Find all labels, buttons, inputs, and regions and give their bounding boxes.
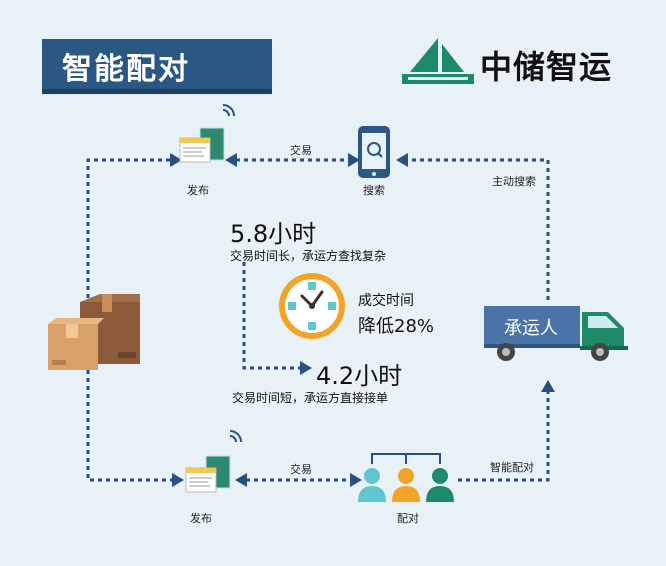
reduction-label: 成交时间 [358,293,414,309]
banner-shadow [42,89,272,94]
document-icon [179,104,235,163]
active-search-label: 主动搜索 [492,175,536,188]
document-icon [185,430,242,493]
clock-icon [279,273,345,339]
smart-match-label: 智能配对 [490,461,534,474]
match-label: 配对 [397,512,419,525]
brand-name: 中储智运 [480,48,613,86]
page-title: 智能配对 [62,52,190,87]
phone-search-icon [358,126,390,178]
cargo-boxes-icon [48,294,140,370]
trade-label-bottom: 交易 [290,463,312,476]
before-time: 5.8小时 [230,220,317,248]
before-desc: 交易时间长，承运方查找复杂 [230,249,387,263]
reduction-value: 降低28% [358,316,435,337]
search-label: 搜索 [363,184,385,197]
truck-icon [484,306,628,361]
title-banner [42,39,272,89]
publish-label-top: 发布 [187,184,209,197]
brand-logo-icon [402,38,474,84]
truck-label: 承运人 [504,318,558,339]
after-desc: 交易时间短，承运方直接接单 [232,391,389,405]
people-match-icon [358,453,454,502]
publish-label-bottom: 发布 [190,512,212,525]
trade-label-top: 交易 [290,144,312,157]
after-time: 4.2小时 [316,362,403,390]
